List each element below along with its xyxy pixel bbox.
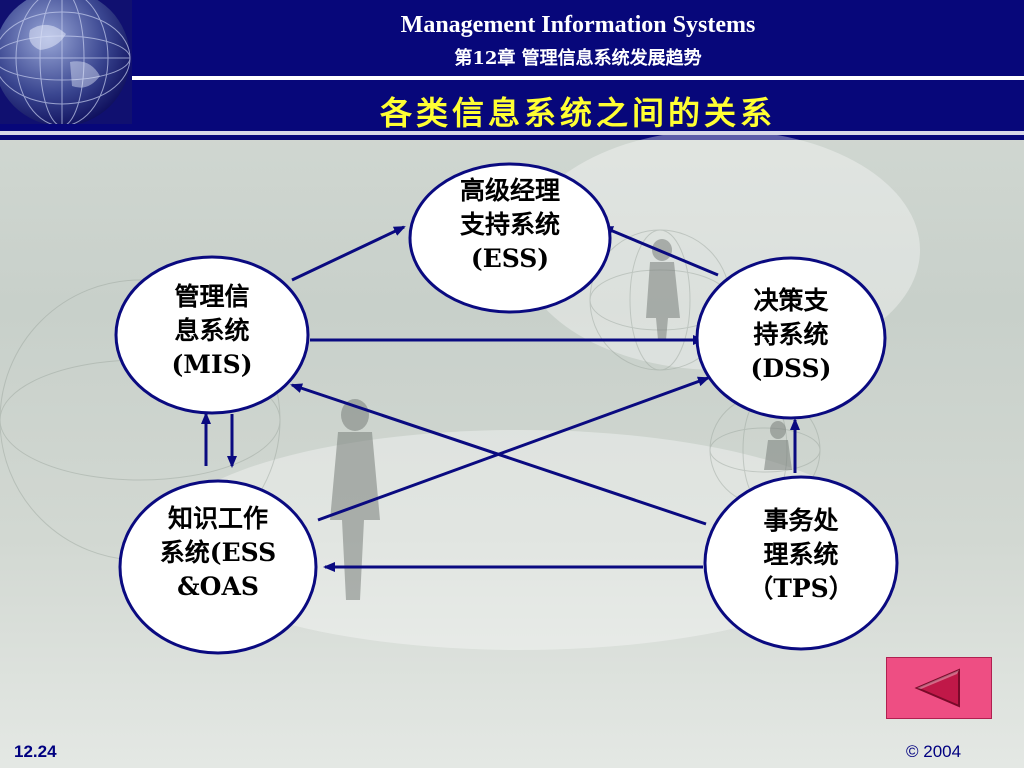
- node-tps: [703, 475, 899, 651]
- arrow-dss-to-ess: [601, 225, 719, 277]
- copyright-notice: © 2004: [906, 742, 962, 761]
- left-triangle-icon: [914, 668, 960, 708]
- node-mis-line1: 管理信: [174, 282, 250, 311]
- node-ess-label: 高级经理 支持系统 (ESS): [430, 174, 590, 276]
- node-dss-label: 决策支 持系统 (DSS): [711, 284, 871, 386]
- node-dss-line2: 持系统: [753, 320, 829, 349]
- header-divider: [132, 76, 1024, 80]
- chapter-title: 第12章 管理信息系统发展趋势: [454, 48, 702, 69]
- node-kws: [118, 479, 318, 655]
- node-mis: [114, 255, 310, 415]
- node-ess: [408, 162, 612, 314]
- node-tps-line1: 事务处: [763, 506, 839, 535]
- arrow-mis-to-ess: [291, 225, 406, 282]
- node-ess-line2: 支持系统: [459, 210, 560, 239]
- globe-icon: [0, 0, 132, 124]
- node-tps-line2: 理系统: [763, 540, 839, 569]
- node-mis-line3: (MIS): [171, 350, 253, 379]
- node-mis-label: 管理信 息系统 (MIS): [132, 280, 292, 382]
- node-dss-line1: 决策支: [753, 286, 829, 315]
- node-tps-label: 事务处 理系统 （TPS）: [721, 504, 881, 606]
- back-button[interactable]: [886, 657, 992, 719]
- node-ess-line3: (ESS): [470, 244, 550, 273]
- node-tps-line3: （TPS）: [748, 574, 854, 603]
- node-dss-line3: (DSS): [750, 354, 832, 383]
- course-title: Management Information Systems: [400, 12, 756, 38]
- node-mis-line2: 息系统: [174, 316, 250, 345]
- node-ess-line1: 高级经理: [459, 176, 560, 205]
- node-kws-line1: 知识工作: [167, 504, 268, 533]
- node-dss: [695, 256, 887, 420]
- arrow-kws-to-dss: [317, 376, 710, 522]
- header-bottom-divider: [0, 131, 1024, 135]
- node-kws-label: 知识工作 系统(ESS &OAS: [138, 502, 298, 604]
- slide-title: 各类信息系统之间的关系: [379, 94, 776, 132]
- node-kws-line3: &OAS: [177, 572, 259, 601]
- header-band: [0, 0, 1024, 140]
- node-kws-line2: 系统(ESS: [159, 538, 277, 567]
- slide-number: 12.24: [14, 742, 57, 761]
